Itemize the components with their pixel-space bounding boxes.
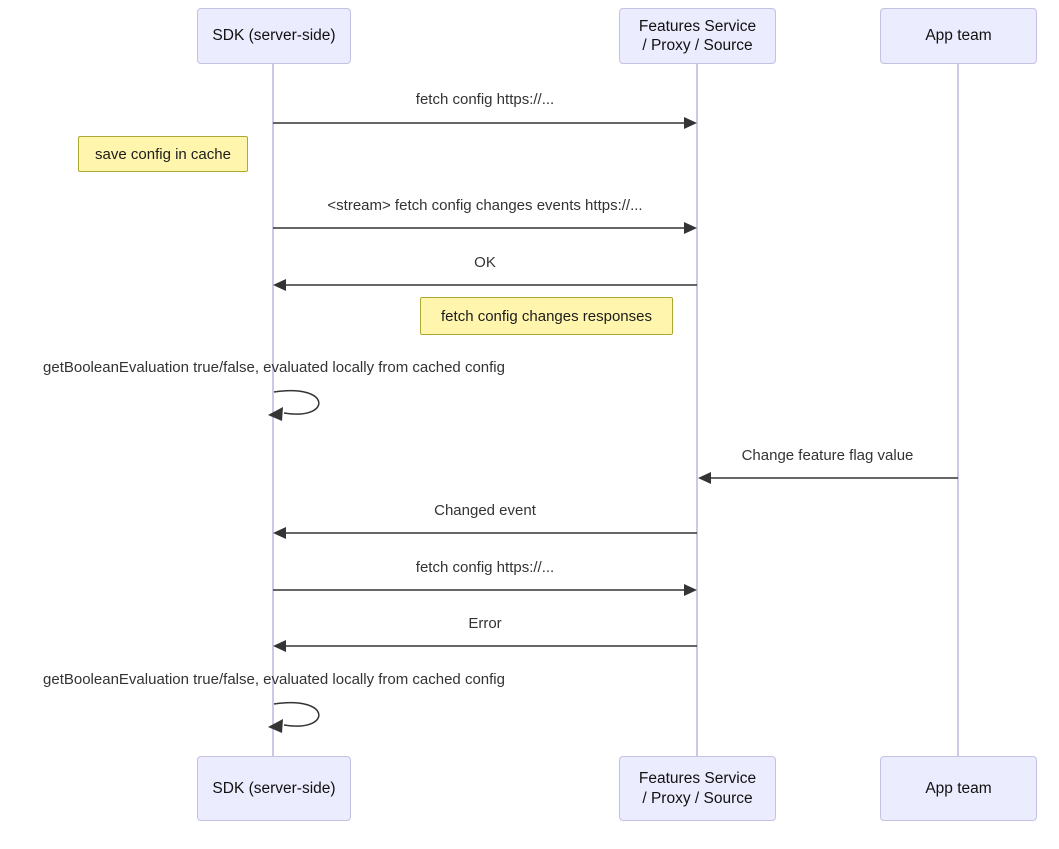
message-label-get-boolean-2: getBooleanEvaluation true/false, evaluat… (43, 671, 505, 688)
message-arrow-ok (273, 279, 697, 291)
actor-label-app-team-top: App team (925, 27, 992, 45)
note-save-config-in-cache: save config in cache (78, 136, 248, 172)
message-arrow-stream-fetch (273, 222, 697, 234)
message-arrow-change-flag (698, 472, 958, 484)
message-label-stream-fetch: <stream> fetch config changes events htt… (327, 197, 643, 214)
actor-box-app-team-bottom: App team (880, 756, 1037, 821)
message-arrow-error (273, 640, 697, 652)
actor-label-features-top-line1: Features Service (638, 17, 757, 35)
actor-label-sdk-bottom: SDK (server-side) (212, 779, 336, 797)
actor-box-sdk-top: SDK (server-side) (197, 8, 351, 64)
message-label-error: Error (468, 615, 502, 632)
actor-box-sdk-bottom: SDK (server-side) (197, 756, 351, 821)
lifeline-app-team (957, 64, 959, 756)
note-fetch-config-changes-responses: fetch config changes responses (420, 297, 673, 335)
message-label-change-flag: Change feature flag value (741, 447, 914, 464)
message-label-fetch-config-2: fetch config https://... (415, 559, 555, 576)
actor-label-features-top-line2: / Proxy / Source (642, 37, 753, 54)
self-loop-arrow-get-boolean-2 (268, 701, 320, 733)
lifeline-sdk (272, 64, 274, 756)
message-label-changed-event: Changed event (434, 502, 536, 519)
actor-label-features-bottom-line2: / Proxy / Source (642, 789, 753, 807)
message-arrow-changed-event (273, 527, 697, 539)
actor-box-app-team-top: App team (880, 8, 1037, 64)
actor-label-features-bottom-line1: Features Service (638, 770, 757, 788)
message-label-get-boolean-1: getBooleanEvaluation true/false, evaluat… (43, 359, 505, 376)
actor-box-features-top: Features Service / Proxy / Source (619, 8, 776, 64)
actor-box-features-bottom: Features Service / Proxy / Source (619, 756, 776, 821)
message-label-ok: OK (474, 254, 496, 271)
message-arrow-fetch-config-2 (273, 584, 697, 596)
actor-label-app-team-bottom: App team (925, 779, 992, 797)
message-arrow-fetch-config-1 (273, 117, 697, 129)
actor-label-sdk-top: SDK (server-side) (212, 27, 336, 45)
lifeline-features (696, 64, 698, 756)
message-label-fetch-config-1: fetch config https://... (415, 91, 555, 108)
self-loop-arrow-get-boolean-1 (268, 389, 320, 421)
